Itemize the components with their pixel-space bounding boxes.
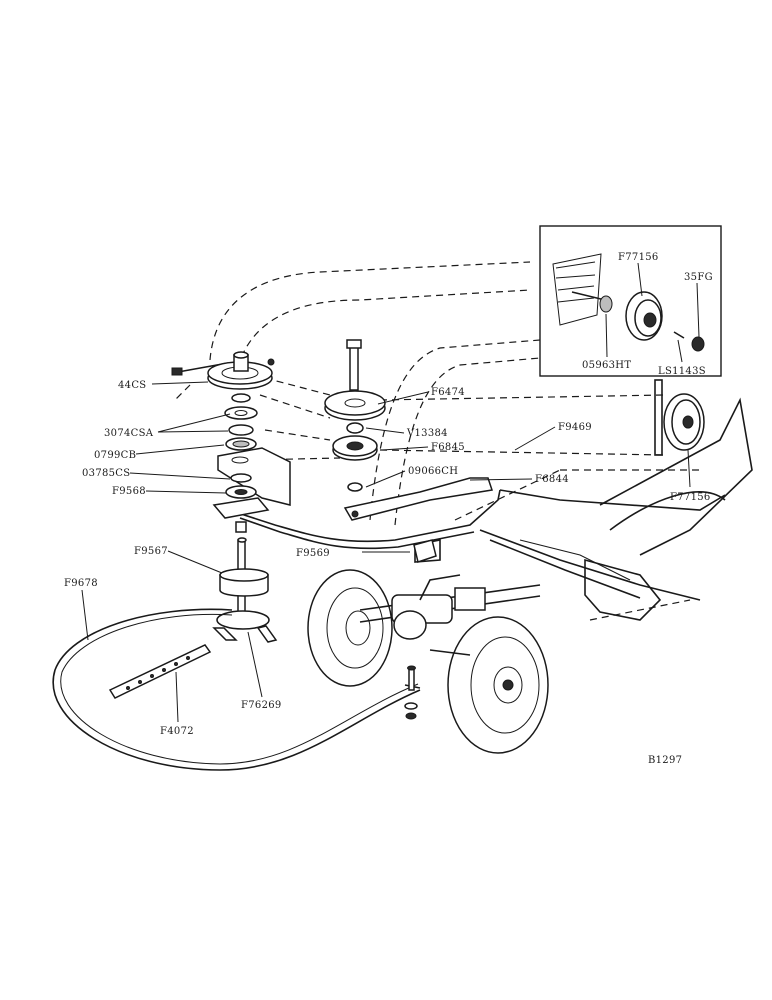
label-ls1143s: LS1143S — [658, 366, 706, 377]
label-f77156: F77156 — [670, 492, 711, 503]
label-0799cb: 0799CB — [94, 450, 136, 461]
label-f6474: F6474 — [431, 387, 465, 398]
label-f9678: F9678 — [64, 578, 98, 589]
label-f77156-inset: F77156 — [618, 252, 659, 263]
label-f9469: F9469 — [558, 422, 592, 433]
label-f6844: F6844 — [535, 474, 569, 485]
label-09066ch: 09066CH — [408, 466, 458, 477]
label-f4072: F4072 — [160, 726, 194, 737]
label-v13384: V13384 — [406, 428, 448, 439]
leader-lines — [81, 262, 700, 723]
figure-id: B1297 — [648, 755, 682, 766]
axle-assembly — [359, 574, 541, 656]
idler-arm — [343, 477, 493, 521]
front-wheel — [447, 616, 549, 754]
label-3074csa: 3074CSA — [104, 428, 154, 439]
inset-panel — [539, 225, 722, 377]
label-35fg: 35FG — [684, 272, 713, 283]
idler-pulleys — [324, 339, 386, 492]
small-bolt — [404, 665, 418, 720]
label-05963ht: 05963HT — [582, 360, 631, 371]
label-f76269: F76269 — [241, 700, 282, 711]
label-f9567: F9567 — [134, 546, 168, 557]
part-labels: 44CS 3074CSA 0799CB 03785CS F9568 F9567 … — [64, 252, 713, 766]
rear-wheel — [307, 569, 393, 687]
bracket — [413, 539, 437, 563]
label-f6845: F6845 — [431, 442, 465, 453]
label-03785cs: 03785CS — [82, 468, 130, 479]
label-44cs: 44CS — [118, 380, 146, 391]
label-f9568: F9568 — [112, 486, 146, 497]
spindle-stack — [171, 351, 291, 643]
label-f9569: F9569 — [296, 548, 330, 559]
blade — [108, 644, 212, 699]
engine-pulley — [654, 379, 705, 456]
deck-frame — [234, 397, 753, 621]
